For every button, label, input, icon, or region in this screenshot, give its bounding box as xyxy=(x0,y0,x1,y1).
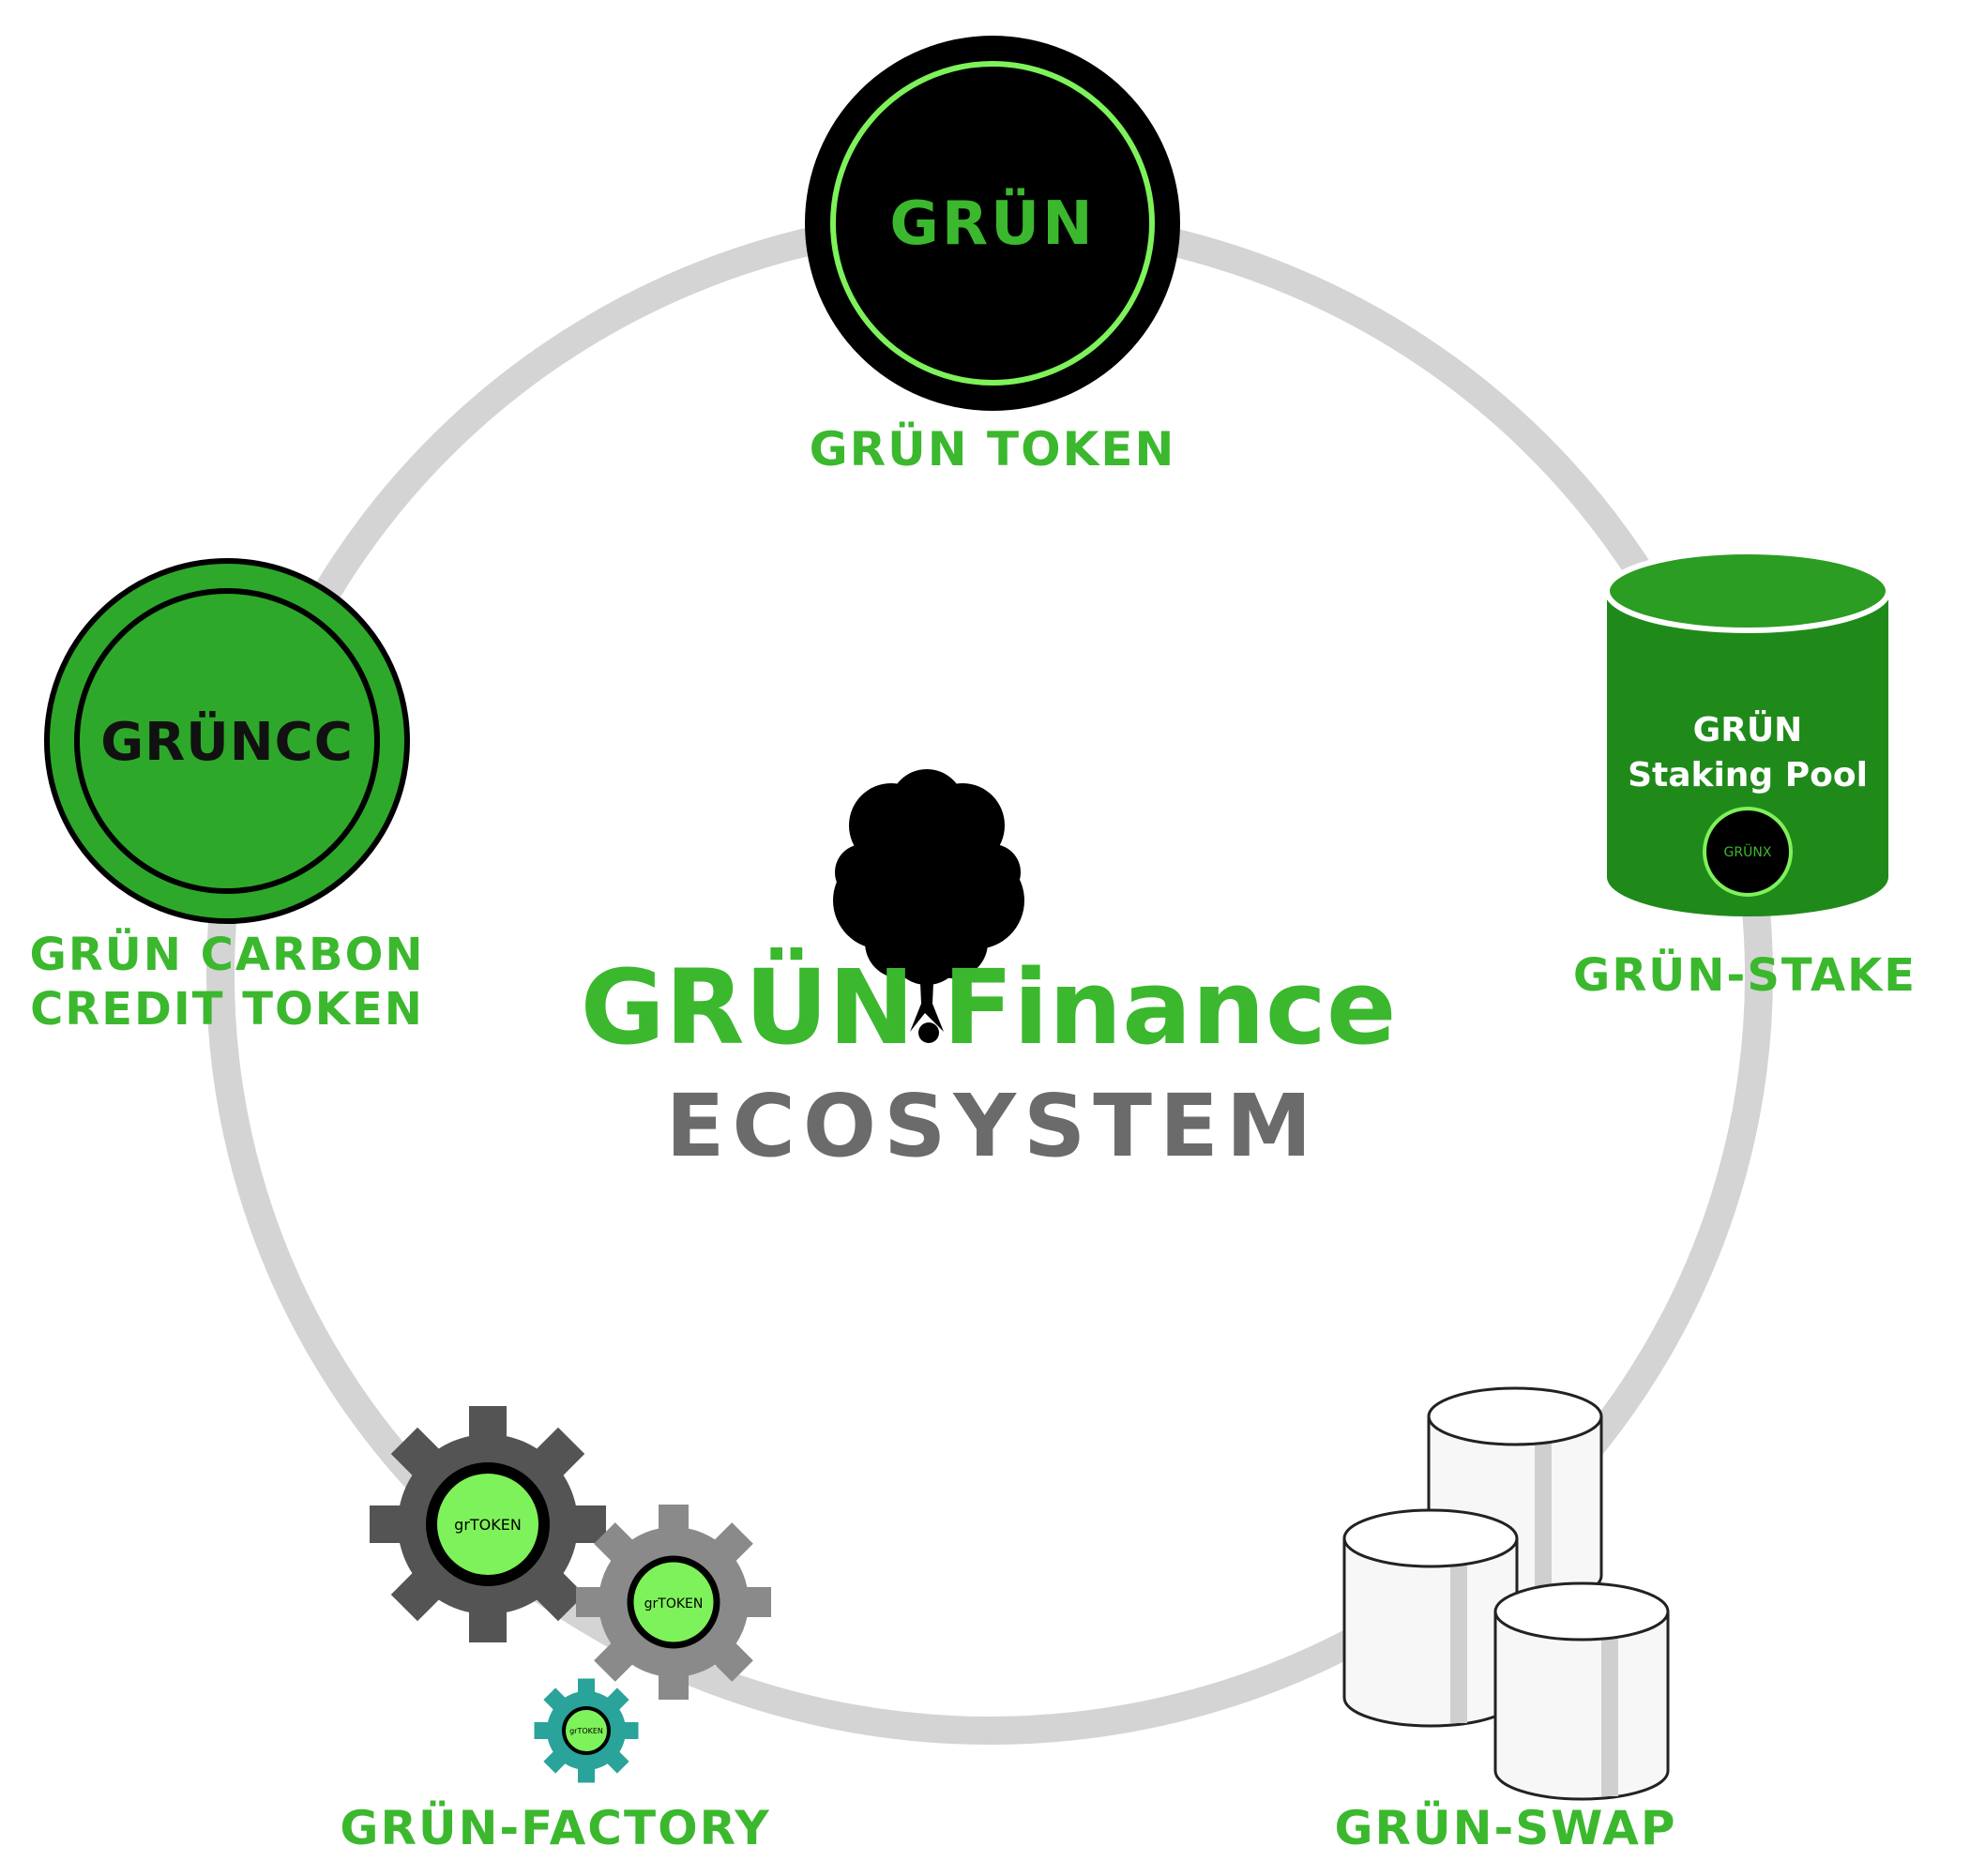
gear-tooth xyxy=(576,1587,606,1617)
grun-token-coin xyxy=(805,36,1180,411)
grun-token-coin-text: GRÜN xyxy=(889,188,1095,259)
grun-factory-node: grTOKEN grTOKEN grTOKEN GRÜN-FACTORY xyxy=(340,1406,771,1855)
brand-grun: GRÜN xyxy=(581,946,915,1067)
grtoken-coin xyxy=(426,1462,550,1586)
staking-pool-title: GRÜN xyxy=(1693,710,1803,749)
gear-icon: grTOKEN xyxy=(370,1406,606,1642)
staking-pool-subtitle: Staking Pool xyxy=(1628,756,1868,794)
grun-token-node: GRÜN GRÜN TOKEN xyxy=(805,36,1180,477)
grtoken-coin xyxy=(562,1706,611,1755)
gear-tooth xyxy=(568,1505,606,1543)
grunx-badge-text: GRÜNX xyxy=(1724,843,1772,860)
grun-swap-node: GRÜN-SWAP xyxy=(1335,1386,1677,1855)
grunx-badge xyxy=(1703,807,1793,897)
ecosystem-subtitle: ECOSYSTEM xyxy=(666,1076,1320,1176)
swap-cylinder xyxy=(1493,1581,1670,1801)
gear-tooth xyxy=(578,1765,595,1783)
grun-stake-node: GRÜN Staking Pool GRÜNX GRÜN-STAKE xyxy=(1573,549,1917,1002)
grun-carbon-node: GRÜNCC GRÜN CARBON CREDIT TOKEN xyxy=(29,558,424,1036)
staking-pool-cylinder-top xyxy=(1604,549,1891,633)
gear-icon: grTOKEN xyxy=(576,1505,771,1700)
grun-carbon-label-line2: CREDIT TOKEN xyxy=(30,983,424,1036)
gruncc-coin xyxy=(44,558,410,924)
gruncc-coin-text: GRÜNCC xyxy=(100,712,354,773)
brand-finance: Finance xyxy=(943,947,1397,1067)
grun-swap-label: GRÜN-SWAP xyxy=(1335,1800,1677,1855)
grun-factory-label: GRÜN-FACTORY xyxy=(340,1800,770,1855)
grun-stake-label: GRÜN-STAKE xyxy=(1573,948,1917,1002)
grun-token-coin-ring xyxy=(830,61,1155,386)
tree-icon xyxy=(833,769,1024,1032)
brand-dot xyxy=(918,1022,939,1043)
grun-token-label: GRÜN TOKEN xyxy=(810,421,1176,477)
brand-wordmark: GRÜN xyxy=(581,946,915,1067)
grtoken-text: grTOKEN xyxy=(644,1596,704,1611)
grtoken-text: grTOKEN xyxy=(454,1516,522,1534)
gear-tooth xyxy=(741,1587,771,1617)
gear-icon: grTOKEN xyxy=(534,1678,639,1783)
gear-tooth xyxy=(578,1678,595,1696)
swap-cylinder xyxy=(1342,1508,1519,1728)
grtoken-coin xyxy=(627,1555,720,1649)
staking-pool-cylinder-body xyxy=(1607,591,1888,916)
gruncc-coin-ring xyxy=(74,588,380,894)
gear-tooth xyxy=(370,1505,407,1543)
gear-tooth xyxy=(534,1722,552,1739)
gear-tooth xyxy=(621,1722,639,1739)
grtoken-text: grTOKEN xyxy=(569,1727,603,1735)
grun-carbon-label-line1: GRÜN CARBON xyxy=(29,928,424,981)
